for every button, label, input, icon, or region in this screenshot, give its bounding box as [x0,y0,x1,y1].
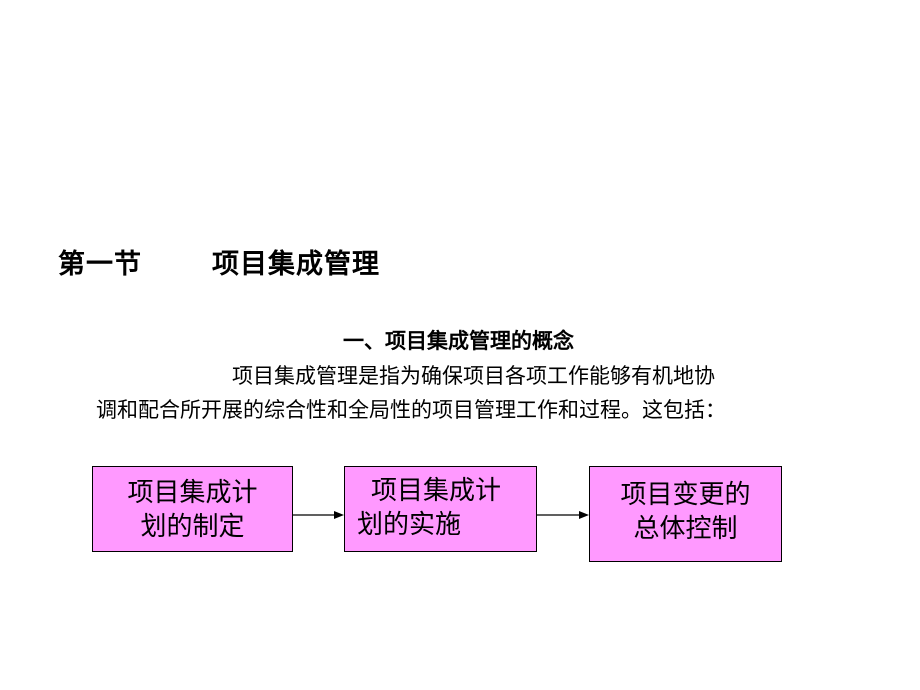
flow-box-plan-line-2: 划的制定 [140,512,245,542]
paragraph-line-2: 调和配合所开展的综合性和全局性的项目管理工作和过程。这包括： [96,398,726,422]
flow-box-change-line-2: 总体控制 [633,514,738,544]
section-number: 第一节 [58,249,142,280]
arrow-execute-to-change [537,511,589,519]
flow-box-execute-line-2: 划的实施 [357,510,462,540]
paragraph-line-1: 项目集成管理是指为确保项目各项工作能够有机地协 [232,364,715,388]
flow-box-change-line-1: 项目变更的 [620,480,751,510]
arrow-plan-to-execute [293,511,344,519]
flow-box-plan: 项目集成计 划的制定 [92,466,293,552]
flow-box-execute: 项目集成计 划的实施 [344,466,537,552]
section-title: 项目集成管理 [212,249,380,280]
flow-box-change: 项目变更的 总体控制 [589,466,782,562]
flow-box-plan-line-1: 项目集成计 [127,478,258,508]
subsection-heading: 一、项目集成管理的概念 [343,329,574,353]
flow-box-execute-line-1: 项目集成计 [371,476,502,506]
